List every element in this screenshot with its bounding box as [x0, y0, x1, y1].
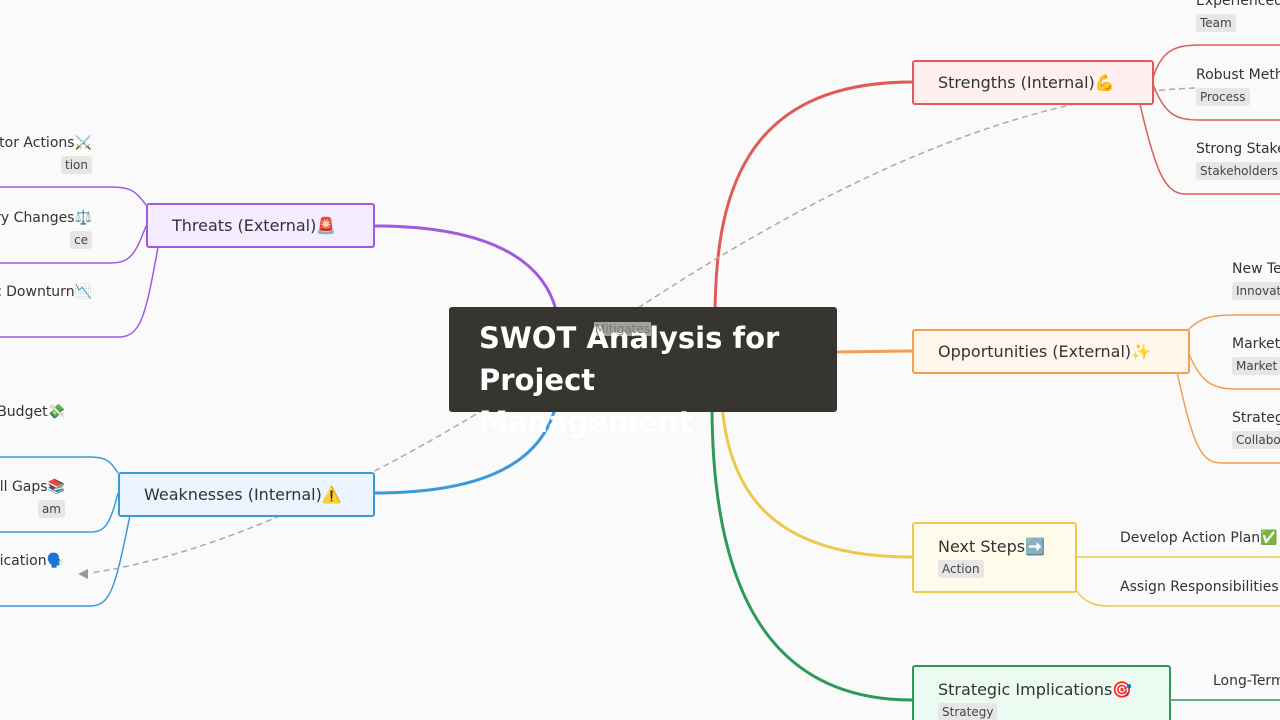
- node-strategic-title: Strategic Implications🎯: [938, 680, 1133, 699]
- leaf-tag: Stakeholders: [1196, 162, 1280, 180]
- leaf-text: Market: [1232, 336, 1280, 352]
- leaf-text: ication🗣️: [0, 553, 64, 569]
- leaf-text: Long-Term: [1213, 673, 1280, 689]
- link-threats-leaf-2: [0, 225, 147, 264]
- leaf-tag: Team: [1196, 14, 1236, 32]
- root-node[interactable]: SWOT Analysis for Project Management: [449, 307, 837, 439]
- leaf-text: Strong Stake: [1196, 141, 1280, 157]
- leaf-tag: Process: [1196, 88, 1250, 106]
- link-opportunities-leaf-3: [1176, 371, 1280, 464]
- link-mitigates-dashed: [89, 87, 1196, 574]
- leaf-threats-3[interactable]: c Downturn📉: [0, 284, 92, 300]
- link-weaknesses-leaf-3: [0, 514, 131, 607]
- link-weaknesses-leaf-1: [0, 456, 119, 474]
- leaf-text: New Te: [1232, 261, 1280, 277]
- leaf-strengths-3[interactable]: Strong Stake Stakeholders: [1196, 141, 1280, 180]
- leaf-tag: Market: [1232, 357, 1280, 375]
- leaf-opportunities-3[interactable]: Strateg Collabo: [1232, 410, 1280, 449]
- node-strategic-tag: Strategy: [938, 703, 998, 720]
- node-weaknesses-title: Weaknesses (Internal)⚠️: [144, 485, 342, 504]
- root-title-line-2: Project Management: [479, 363, 693, 439]
- leaf-weaknesses-1[interactable]: Budget💸: [0, 404, 65, 420]
- leaf-text: Budget💸: [0, 404, 65, 420]
- leaf-text: Experienced: [1196, 0, 1280, 9]
- node-next-steps[interactable]: Next Steps➡️ Action: [912, 522, 1077, 593]
- link-threats-leaf-1: [0, 186, 147, 206]
- node-threats[interactable]: Threats (External)🚨: [146, 203, 375, 248]
- leaf-tag: tion: [61, 156, 92, 174]
- leaf-text: itor Actions⚔️: [0, 135, 92, 151]
- link-root-threats: [373, 224, 558, 311]
- link-root-next-steps: [720, 404, 913, 559]
- leaf-text: c Downturn📉: [0, 284, 92, 300]
- leaf-opportunities-2[interactable]: Market Market: [1232, 336, 1280, 375]
- leaf-weaknesses-3[interactable]: ication🗣️: [0, 553, 64, 569]
- link-threats-leaf-3: [0, 246, 159, 338]
- leaf-text: ll Gaps📚: [0, 479, 65, 495]
- node-weaknesses[interactable]: Weaknesses (Internal)⚠️: [118, 472, 375, 517]
- link-weaknesses-leaf-2: [0, 492, 119, 533]
- leaf-threats-2[interactable]: ry Changes⚖️ ce: [0, 210, 92, 249]
- arrowhead-icon: [78, 569, 88, 579]
- leaf-opportunities-1[interactable]: New Te Innovat: [1232, 261, 1280, 300]
- leaf-tag: Collabo: [1232, 431, 1280, 449]
- leaf-strengths-2[interactable]: Robust Meth Process: [1196, 67, 1280, 106]
- leaf-next-steps-2[interactable]: Assign Responsibilities: [1120, 579, 1279, 595]
- leaf-text: ry Changes⚖️: [0, 210, 92, 226]
- node-strategic[interactable]: Strategic Implications🎯 Strategy: [912, 665, 1171, 720]
- link-root-weaknesses: [373, 404, 558, 495]
- node-opportunities[interactable]: Opportunities (External)✨: [912, 329, 1190, 374]
- node-opportunities-title: Opportunities (External)✨: [938, 342, 1152, 361]
- leaf-text: Assign Responsibilities: [1120, 579, 1279, 595]
- node-threats-title: Threats (External)🚨: [172, 216, 337, 235]
- node-strengths[interactable]: Strengths (Internal)💪: [912, 60, 1154, 105]
- link-root-strategic: [710, 404, 913, 702]
- leaf-strengths-1[interactable]: Experienced Team: [1196, 0, 1280, 32]
- node-next-steps-tag: Action: [938, 560, 984, 578]
- link-strengths-leaf-3: [1139, 103, 1280, 195]
- leaf-tag: Innovat: [1232, 282, 1280, 300]
- leaf-threats-1[interactable]: itor Actions⚔️ tion: [0, 135, 92, 174]
- leaf-tag: am: [37, 500, 65, 518]
- node-next-steps-title: Next Steps➡️: [938, 537, 1046, 556]
- link-strengths-leaf-2: [1151, 81, 1280, 121]
- link-strengths-leaf-1: [1151, 44, 1280, 83]
- link-root-opportunities: [835, 349, 913, 354]
- leaf-text: Develop Action Plan✅: [1120, 530, 1278, 546]
- link-next-leaf-2: [1075, 589, 1280, 607]
- link-root-strengths: [713, 80, 913, 321]
- leaf-text: Strateg: [1232, 410, 1280, 426]
- link-opportunities-leaf-1: [1187, 314, 1280, 331]
- node-strengths-title: Strengths (Internal)💪: [938, 73, 1115, 92]
- link-opportunities-leaf-2: [1187, 351, 1280, 390]
- edge-label-mitigates: Mitigates: [594, 322, 652, 336]
- leaf-text: Robust Meth: [1196, 67, 1280, 83]
- leaf-next-steps-1[interactable]: Develop Action Plan✅: [1120, 530, 1278, 546]
- leaf-tag: ce: [70, 231, 92, 249]
- leaf-strategic-1[interactable]: Long-Term: [1213, 673, 1280, 689]
- leaf-weaknesses-2[interactable]: ll Gaps📚 am: [0, 479, 65, 518]
